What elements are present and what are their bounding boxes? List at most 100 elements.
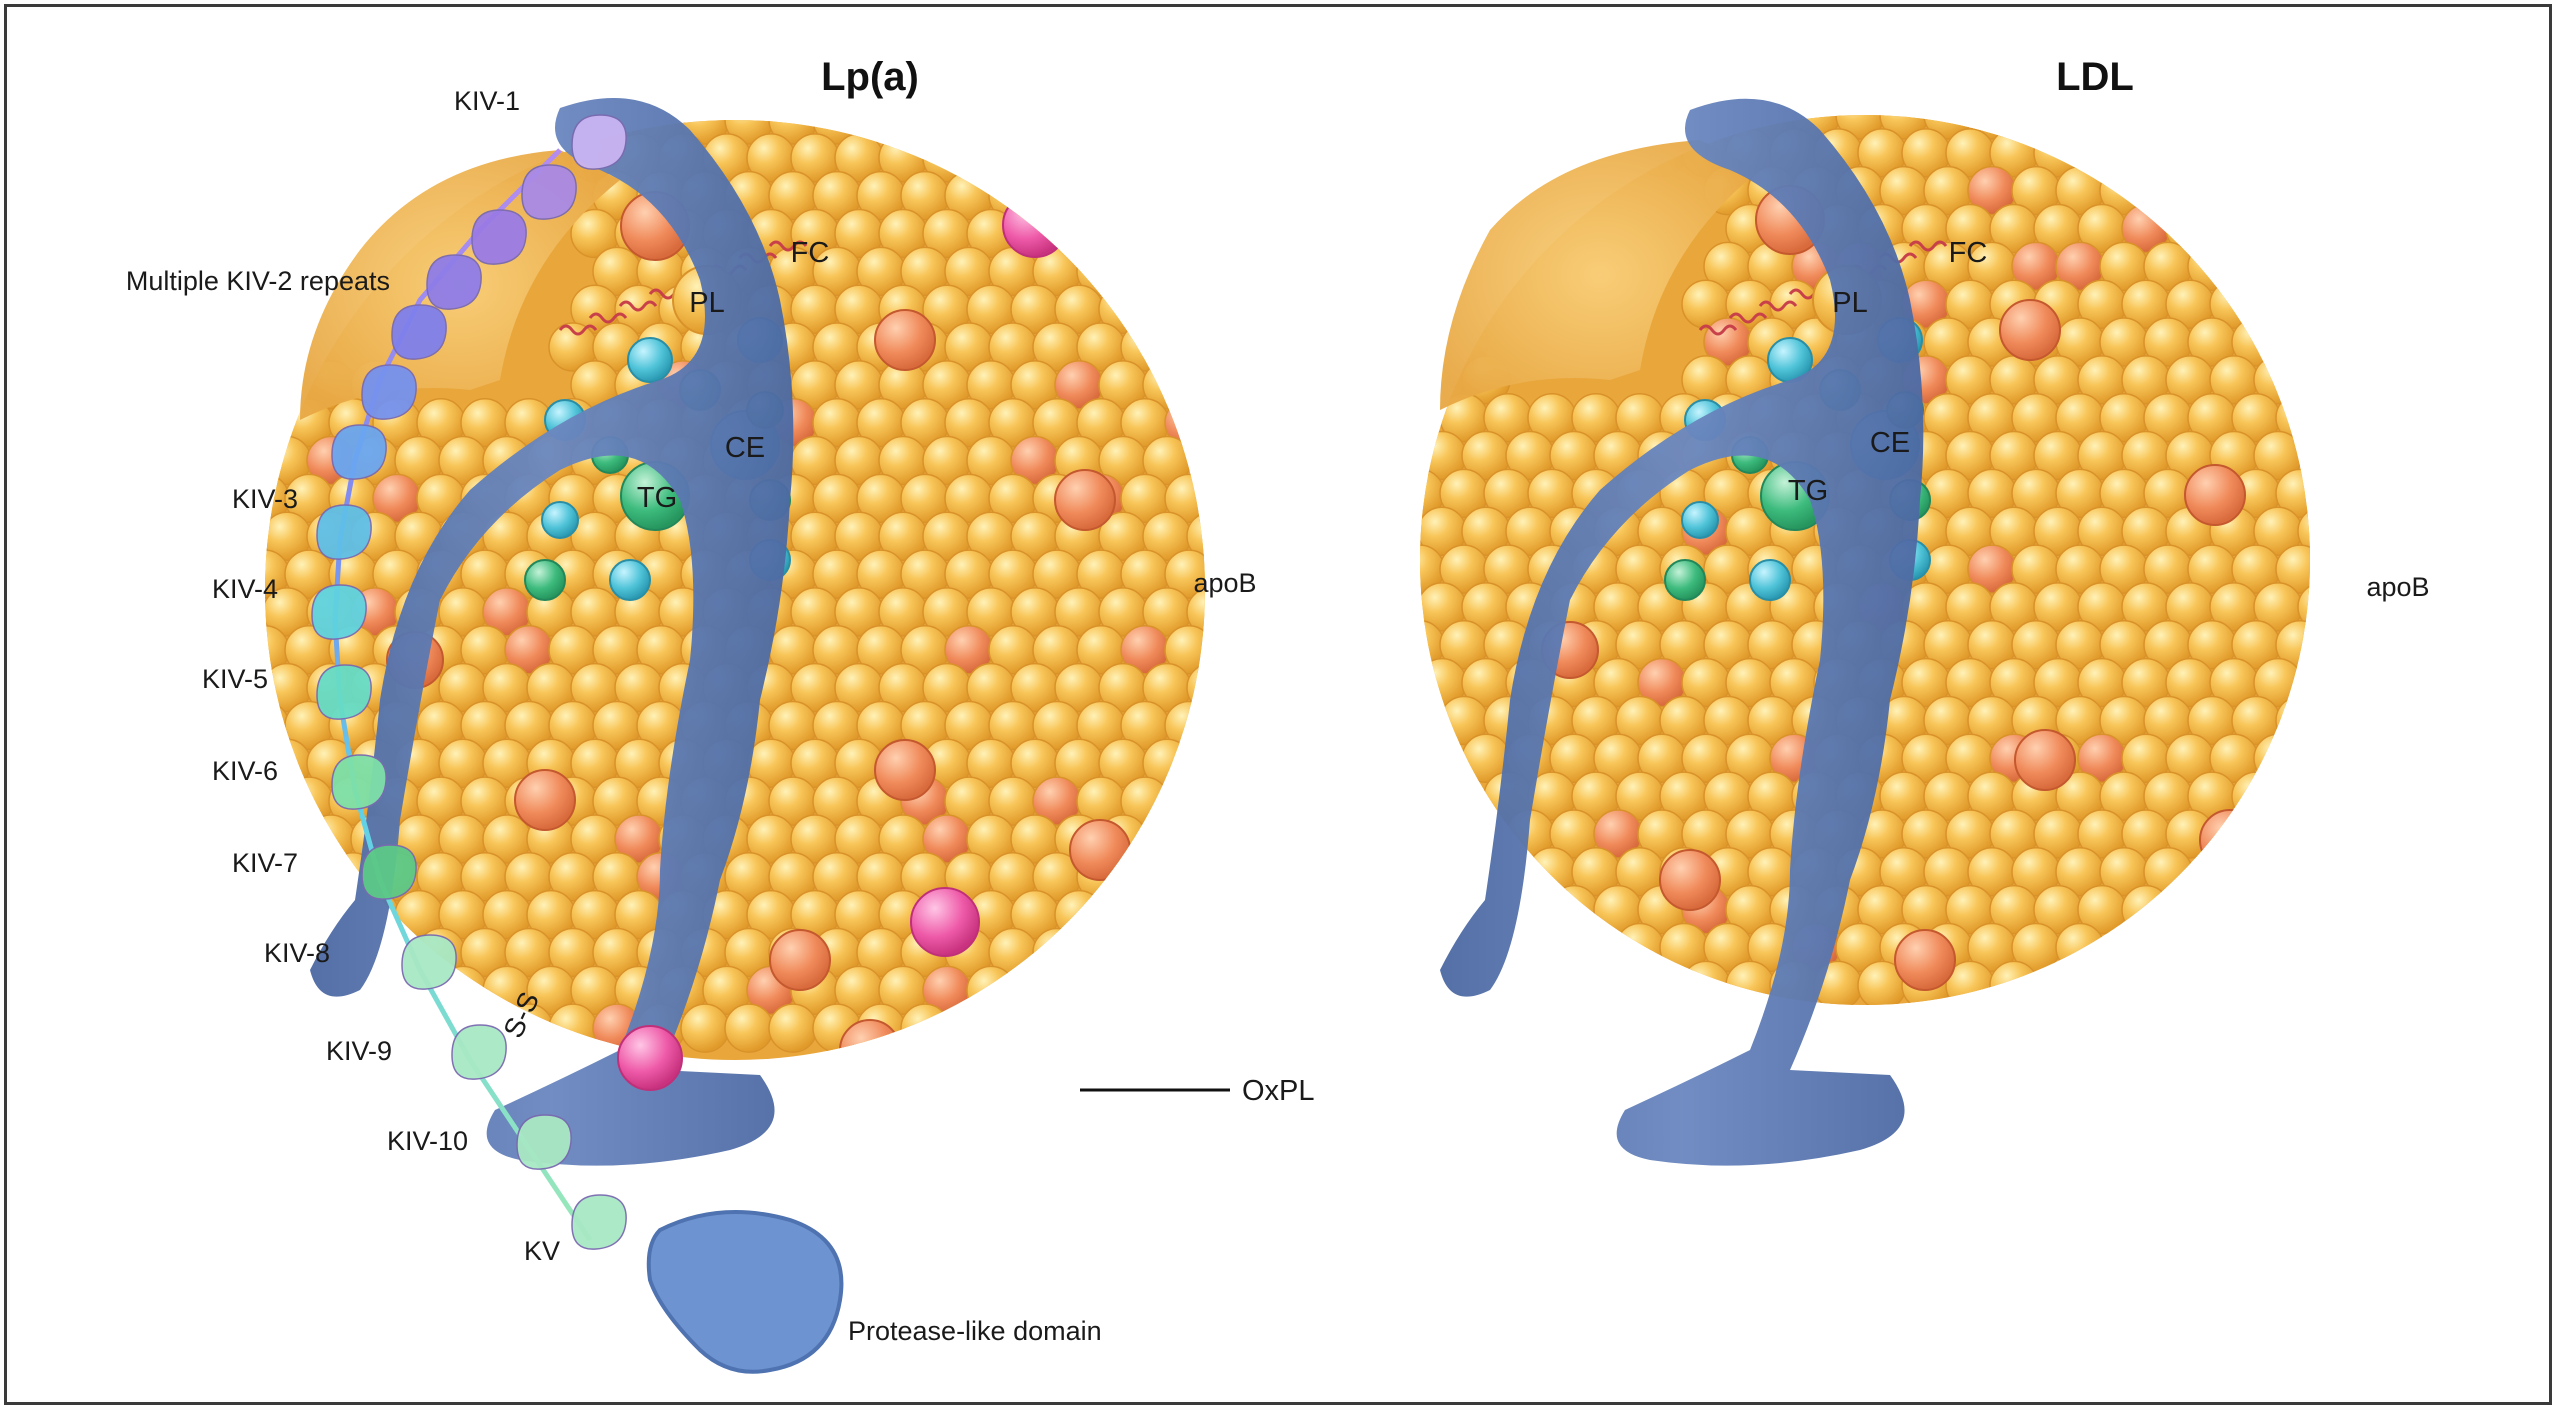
fc-sphere	[769, 929, 831, 991]
ldl-fc-label: FC	[1949, 237, 1988, 269]
kringle-domain	[521, 164, 577, 220]
lipid-sphere	[2253, 733, 2303, 784]
kringle-domain	[571, 1194, 627, 1250]
ldl-particle	[1420, 98, 2310, 1166]
kringle-label-kiv8: KIV-8	[264, 938, 330, 968]
lipid-sphere	[2297, 582, 2310, 632]
fc-sphere	[1894, 929, 1956, 991]
lipid-sphere	[1186, 662, 1205, 713]
ldl-apob-label: apoB	[2366, 572, 2429, 602]
fc-sphere	[1069, 819, 1131, 881]
lipid-sphere	[724, 1003, 774, 1053]
phospholipid-tail	[558, 324, 598, 336]
protease-like-domain-label: Protease-like domain	[848, 1316, 1102, 1346]
lpa-apob-protein	[310, 97, 794, 1166]
kringle-label-kiv4: KIV-4	[212, 574, 278, 604]
ce-sphere	[1749, 559, 1791, 601]
kringle-label-kv: KV	[524, 1236, 560, 1266]
lpa-pl-label: PL	[689, 287, 724, 319]
ldl-pl-label: PL	[1832, 287, 1867, 319]
oxpl-label: OxPL	[1242, 1075, 1315, 1107]
fc-sphere	[839, 1019, 901, 1060]
phospholipid-tail	[588, 312, 628, 324]
oxpl-sphere	[910, 887, 980, 957]
kringle-label-kiv3: KIV-3	[232, 484, 298, 514]
kringle-domain	[391, 304, 447, 360]
lipid-sphere	[900, 1003, 950, 1053]
lipid-sphere	[2121, 884, 2171, 935]
lipid-sphere	[1835, 115, 1885, 140]
lipid-sphere	[2231, 771, 2281, 821]
kringle-domain	[426, 254, 482, 310]
lipid-sphere	[2275, 468, 2310, 519]
lpa-fc-label: FC	[791, 237, 830, 269]
fc-sphere	[2184, 464, 2246, 526]
fc-sphere	[1659, 849, 1721, 911]
figure-frame	[4, 4, 2552, 1405]
lpa-ce-label: CE	[725, 432, 765, 464]
fc-sphere	[1999, 299, 2061, 361]
lipid-sphere	[548, 1003, 598, 1053]
kringle-label-kiv7: KIV-7	[232, 848, 298, 878]
lipid-sphere	[2055, 922, 2105, 973]
kringle-domain	[361, 844, 417, 900]
ce-sphere	[1681, 501, 1719, 539]
kringle-label-kiv2: Multiple KIV-2 repeats	[126, 266, 390, 296]
lipid-sphere	[680, 120, 730, 145]
kringle-domain	[571, 114, 627, 170]
kringle-domain	[401, 934, 457, 990]
kringle-label-kiv5: KIV-5	[202, 664, 268, 694]
apoa-kringle-chain	[311, 114, 683, 1250]
fc-sphere	[2199, 809, 2261, 871]
lipid-sphere	[1054, 889, 1104, 940]
lipid-sphere	[966, 965, 1016, 1016]
lipid-sphere	[1725, 960, 1775, 1005]
lipid-sphere	[680, 1003, 730, 1053]
lipid-sphere	[265, 700, 290, 751]
lpa-particle	[265, 97, 1205, 1166]
kringle-domain	[331, 424, 387, 480]
lpa-title: Lp(a)	[821, 55, 919, 99]
oxpl-sphere	[1002, 192, 1068, 258]
kringle-domain	[361, 364, 417, 420]
phospholipid-tail	[1698, 324, 1738, 336]
tg-sphere	[1664, 559, 1706, 601]
ce-sphere	[609, 559, 651, 601]
phospholipid-tail	[1728, 312, 1768, 324]
fc-sphere	[514, 769, 576, 831]
lipid-sphere	[1032, 927, 1082, 978]
ce-sphere	[627, 337, 673, 383]
phospholipid-tail	[768, 240, 808, 252]
ldl-apob-protein	[1440, 98, 1924, 1166]
tg-sphere	[524, 559, 566, 601]
lipid-sphere	[1681, 960, 1731, 1005]
kringle-label-kiv6: KIV-6	[212, 756, 278, 786]
lipid-sphere	[1186, 511, 1205, 561]
kringle-label-kiv9: KIV-9	[326, 1036, 392, 1066]
ldl-core-cutaway	[1440, 140, 1760, 410]
kringle-domain	[311, 584, 367, 640]
lipid-sphere	[1615, 922, 1665, 973]
kringle-domain	[331, 754, 387, 810]
phospholipid-tail	[1908, 240, 1948, 252]
oxpl-sphere	[617, 1025, 683, 1091]
ldl-title: LDL	[2056, 55, 2134, 99]
ce-sphere	[541, 501, 579, 539]
kringle-domain	[516, 1114, 572, 1170]
kringle-domain	[316, 504, 372, 560]
kringle-domain	[316, 664, 372, 720]
lipid-sphere	[2275, 695, 2310, 746]
lipid-sphere	[1186, 587, 1205, 637]
fc-sphere	[1054, 469, 1116, 531]
lipid-sphere	[2275, 544, 2310, 594]
lipid-sphere	[768, 1003, 818, 1053]
lipid-sphere	[1989, 960, 2039, 1005]
ldl-ce-label: CE	[1870, 427, 1910, 459]
lipid-sphere	[1549, 884, 1599, 935]
lipid-sphere	[2297, 506, 2310, 556]
phospholipid-tail	[618, 300, 658, 312]
kringle-domain	[471, 209, 527, 265]
ldl-tg-label: TG	[1788, 475, 1828, 507]
phospholipid-tail	[1758, 300, 1798, 312]
